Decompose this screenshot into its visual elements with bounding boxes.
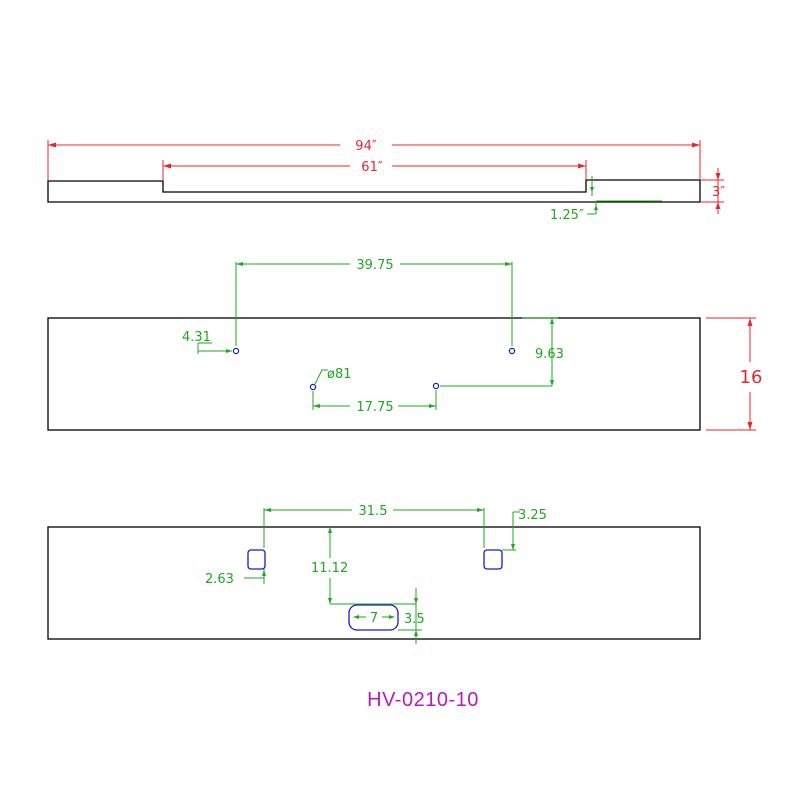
thickness-dimension — [700, 168, 724, 214]
center-offset-label: 11.12 — [311, 561, 348, 576]
right-slot-label: 3.25 — [518, 508, 547, 523]
left-offset-dimension — [197, 342, 232, 354]
hole-diameter-label: ø81 — [327, 367, 352, 382]
center-offset-dimension — [328, 527, 416, 605]
left-offset-label: 4.31 — [182, 330, 211, 345]
hole-top-left — [232, 347, 240, 355]
top-hole-spacing-dimension — [235, 262, 513, 346]
bottom-hole-spacing-dimension — [312, 390, 437, 410]
top-hole-spacing-label: 39.75 — [356, 258, 393, 273]
height-dimension — [706, 317, 756, 431]
front-view: 39.75 4.31 9.63 ø81 — [47, 258, 763, 431]
bottom-view-outline — [47, 526, 701, 640]
vertical-offset-dimension — [440, 317, 558, 387]
slot-right — [483, 549, 503, 570]
oval-length-label: 7 — [370, 611, 378, 626]
overall-length-label: 94″ — [355, 139, 377, 154]
oval-width-label: 3.5 — [404, 612, 425, 627]
notch-length-label: 61″ — [361, 160, 383, 175]
step-dimension — [587, 176, 662, 215]
front-view-outline — [47, 317, 701, 431]
bottom-view: 31.5 3.25 2.63 11.12 — [47, 504, 701, 644]
left-slot-dimension — [244, 569, 266, 584]
hole-top-right — [508, 347, 516, 355]
oval-cutout — [348, 604, 399, 631]
step-label: 1.25″ — [550, 208, 584, 223]
slot-left — [247, 549, 266, 570]
bottom-hole-spacing-label: 17.75 — [356, 400, 393, 415]
left-slot-label: 2.63 — [205, 572, 234, 587]
overall-length-dimension — [47, 140, 701, 180]
height-label: 16 — [740, 367, 763, 388]
part-number: HV-0210-10 — [367, 689, 479, 711]
notch-length-dimension — [162, 160, 587, 180]
hole-bottom-left — [309, 383, 317, 391]
hole-bottom-right — [432, 382, 440, 390]
slot-spacing-dimension — [263, 508, 485, 548]
top-view: 94″ 61″ 3″ 1.25″ — [47, 139, 725, 223]
right-slot-dimension — [502, 511, 520, 551]
vertical-offset-label: 9.63 — [535, 347, 564, 362]
oval-length-dimension — [353, 615, 395, 619]
hole-diameter-leader — [314, 369, 328, 385]
oval-width-dimension — [398, 588, 422, 644]
slot-spacing-label: 31.5 — [359, 504, 388, 519]
top-view-outline — [47, 179, 701, 203]
thickness-label: 3″ — [712, 185, 725, 200]
